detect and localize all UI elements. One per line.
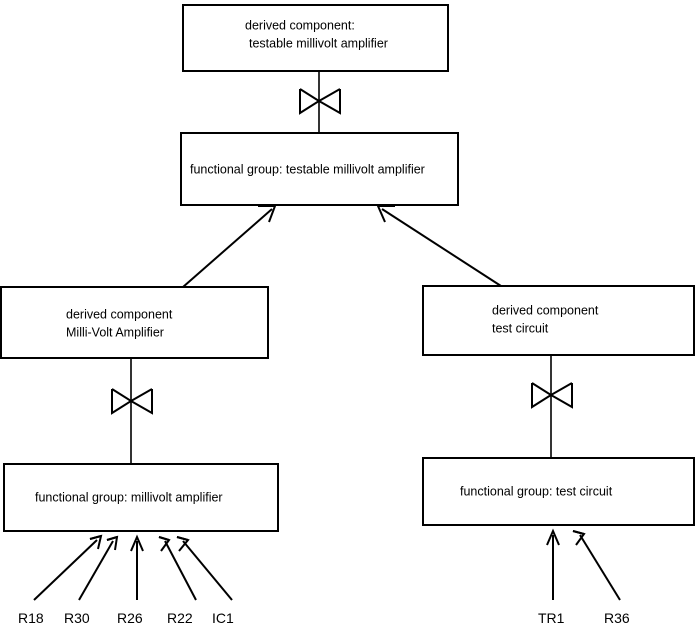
node-label-derived-test-circuit-line2: test circuit: [492, 321, 549, 335]
leaf-label-r30: R30: [64, 610, 90, 626]
bowtie-realization-icon-top: [299, 88, 341, 115]
leaf-label-r36: R36: [604, 610, 630, 626]
leaf-label-ic1: IC1: [212, 610, 234, 626]
leaf-arrow-ic1: [176, 536, 233, 601]
leaf-arrow-r18: [33, 534, 103, 601]
leaf-label-r22: R22: [167, 610, 193, 626]
leaf-arrow-tr1: [546, 528, 560, 600]
node-box-derived-testable-millivolt-amplifier[interactable]: [182, 4, 449, 72]
node-label-fg-testable-millivolt-amplifier: functional group: testable millivolt amp…: [190, 162, 425, 176]
node-box-derived-milli-volt-amplifier[interactable]: [0, 286, 269, 359]
node-label-fg-test-circuit: functional group: test circuit: [460, 484, 613, 498]
generalization-arrow-milli-volt-amplifier: [182, 205, 277, 288]
leaf-label-r26: R26: [117, 610, 143, 626]
leaf-arrow-r30: [78, 535, 119, 601]
leaf-arrow-r26: [130, 534, 144, 600]
node-label-derived-milli-volt-amplifier-line1: derived component: [66, 307, 173, 321]
node-box-fg-testable-millivolt-amplifier[interactable]: [180, 132, 459, 206]
node-label-derived-testable-millivolt-amplifier-line2: testable millivolt amplifier: [249, 36, 388, 50]
node-label-fg-millivolt-amplifier: functional group: millivolt amplifier: [35, 490, 223, 504]
bowtie-realization-icon-left: [111, 388, 153, 415]
generalization-arrow-test-circuit: [376, 205, 502, 287]
node-label-derived-test-circuit-line1: derived component: [492, 303, 599, 317]
leaf-arrow-r36: [572, 530, 621, 601]
leaf-arrow-r22: [158, 536, 197, 601]
node-box-fg-millivolt-amplifier[interactable]: [3, 463, 279, 532]
bowtie-realization-icon-right: [531, 382, 573, 409]
node-label-derived-milli-volt-amplifier-line2: Milli-Volt Amplifier: [66, 325, 164, 339]
node-label-derived-testable-millivolt-amplifier-line1: derived component:: [245, 18, 355, 32]
leaf-label-tr1: TR1: [538, 610, 565, 626]
leaf-label-r18: R18: [18, 610, 44, 626]
node-box-fg-test-circuit[interactable]: [422, 457, 695, 526]
node-box-derived-test-circuit[interactable]: [422, 285, 695, 356]
